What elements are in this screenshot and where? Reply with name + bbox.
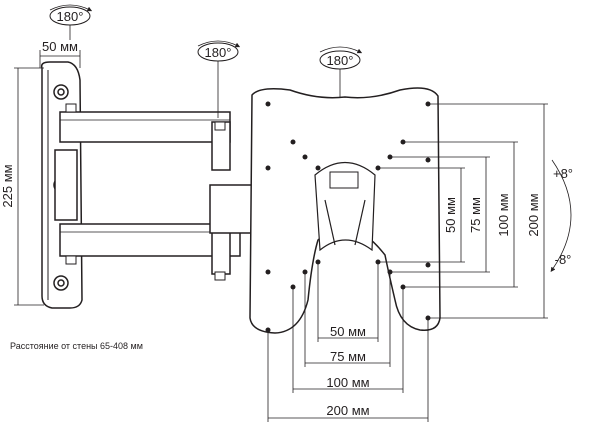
vesa-h-100: 100 мм bbox=[326, 375, 369, 390]
vesa-v-75: 75 мм bbox=[468, 197, 483, 233]
vesa-h-50: 50 мм bbox=[330, 324, 366, 339]
arm-bolts bbox=[65, 103, 226, 281]
rotation-badge-plate bbox=[319, 46, 363, 97]
dim-horizontal-lines bbox=[267, 262, 429, 422]
rotation-label-plate: 180° bbox=[327, 53, 354, 68]
tilt-arc bbox=[550, 159, 572, 272]
vesa-v-200: 200 мм bbox=[526, 193, 541, 236]
rotation-label-middle: 180° bbox=[205, 45, 232, 60]
dim-wall-height bbox=[14, 67, 44, 306]
vesa-plate bbox=[249, 87, 441, 334]
vesa-h-75: 75 мм bbox=[330, 349, 366, 364]
rotation-badge-middle bbox=[197, 40, 241, 118]
wall-distance-note: Расстояние от стены 65-408 мм bbox=[10, 341, 143, 351]
wall-height-label: 225 мм bbox=[0, 164, 15, 207]
arm-upper bbox=[59, 111, 231, 171]
tilt-down-label: -8° bbox=[555, 252, 572, 267]
vesa-v-100: 100 мм bbox=[496, 193, 511, 236]
dim-vertical-lines bbox=[378, 103, 548, 319]
wall-width-label: 50 мм bbox=[42, 39, 78, 54]
tilt-up-label: +8° bbox=[553, 166, 573, 181]
vesa-h-200: 200 мм bbox=[326, 403, 369, 418]
vesa-v-50: 50 мм bbox=[443, 197, 458, 233]
rotation-badge-top-left bbox=[49, 4, 93, 40]
rotation-label-top-left: 180° bbox=[57, 9, 84, 24]
dim-wall-width bbox=[39, 50, 81, 68]
